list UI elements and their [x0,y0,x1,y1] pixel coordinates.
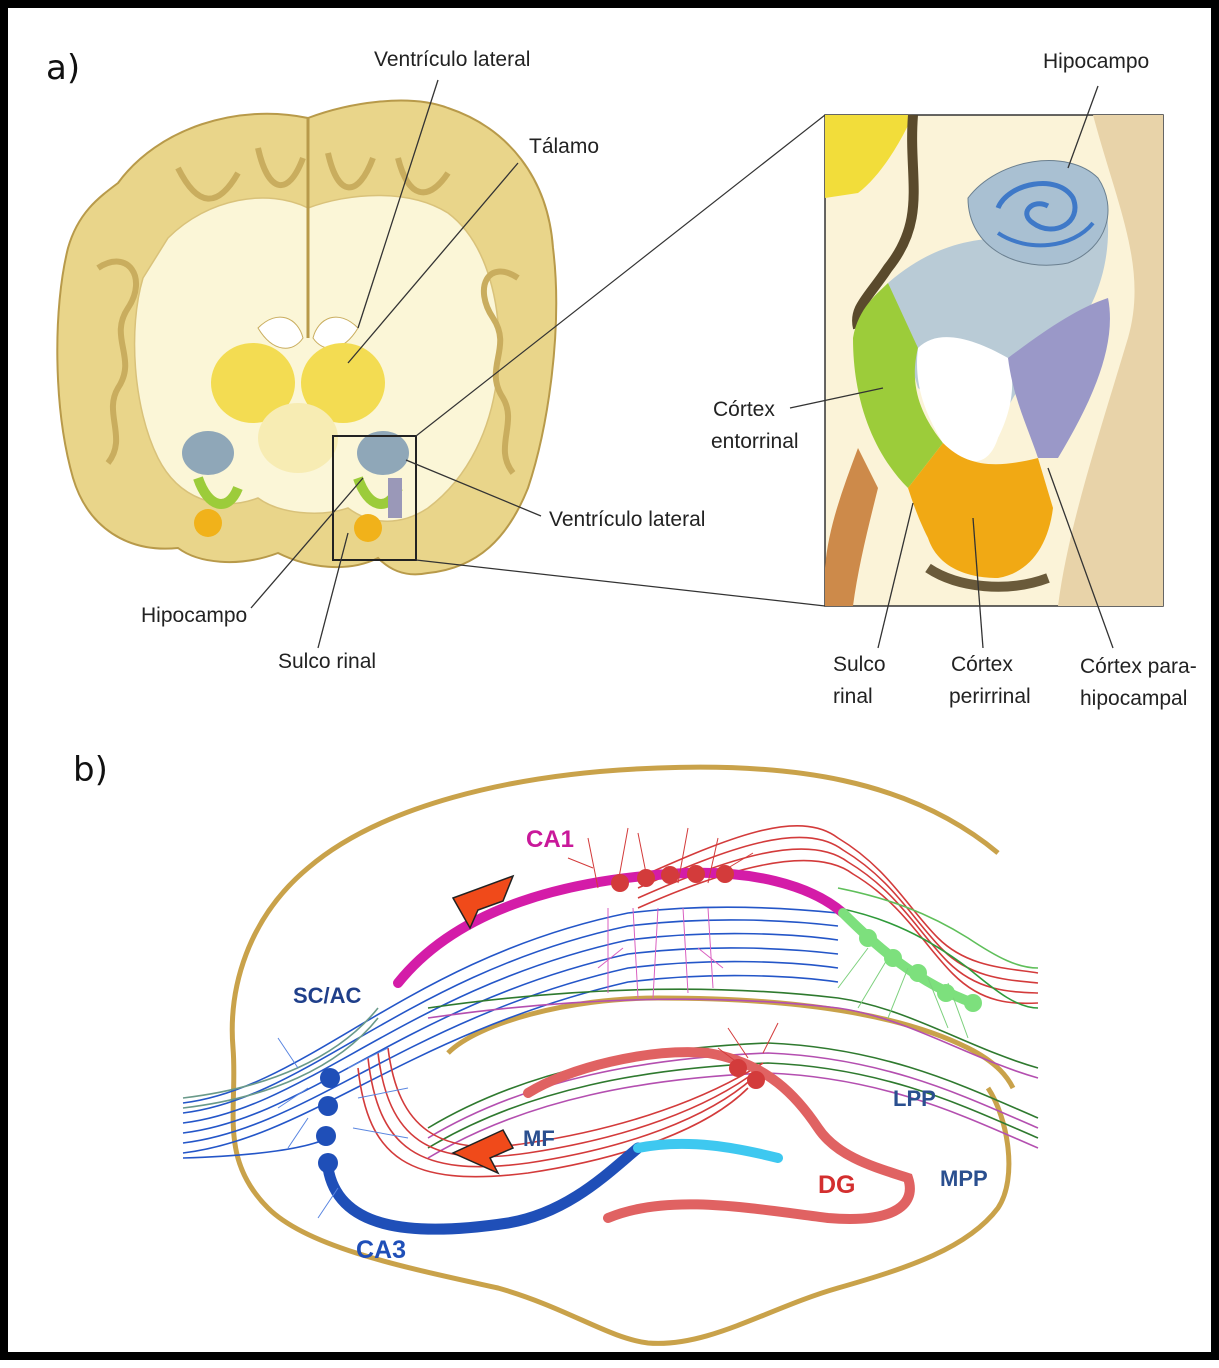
label-dg: DG [818,1171,856,1200]
label-sc-ac: SC/AC [293,983,361,1009]
label-hipocampo-zoom: Hipocampo [1043,50,1149,74]
panel-label-a: a) [46,48,80,88]
label-sulco-rinal-right-1: Sulco [833,653,886,677]
label-talamo: Tálamo [529,135,599,159]
label-cortex-entorrinal-1: Córtex [713,398,775,422]
label-cortex-parahipocampal-1: Córtex para- [1080,655,1197,679]
label-sulco-rinal-left: Sulco rinal [278,650,376,674]
label-ca1: CA1 [526,826,574,854]
cell-layers [328,873,973,1229]
label-ca3: CA3 [356,1236,406,1265]
label-mf: MF [523,1126,555,1152]
label-lpp: LPP [893,1086,936,1112]
figure-artwork [8,8,1219,1368]
label-mpp: MPP [940,1166,988,1192]
label-cortex-parahipocampal-2: hipocampal [1080,687,1187,711]
panel-label-b: b) [73,750,108,790]
zoomed-hippocampal-region [825,115,1163,606]
brain-coronal-section [57,101,825,606]
label-cortex-entorrinal-2: entorrinal [711,430,799,454]
label-ventriculo-lateral-mid: Ventrículo lateral [549,508,705,532]
label-ventriculo-lateral-top: Ventrículo lateral [374,48,530,72]
label-hipocampo-left: Hipocampo [141,604,247,628]
label-cortex-perirrinal-2: perirrinal [949,685,1031,709]
label-cortex-perirrinal-1: Córtex [951,653,1013,677]
label-sulco-rinal-right-2: rinal [833,685,873,709]
